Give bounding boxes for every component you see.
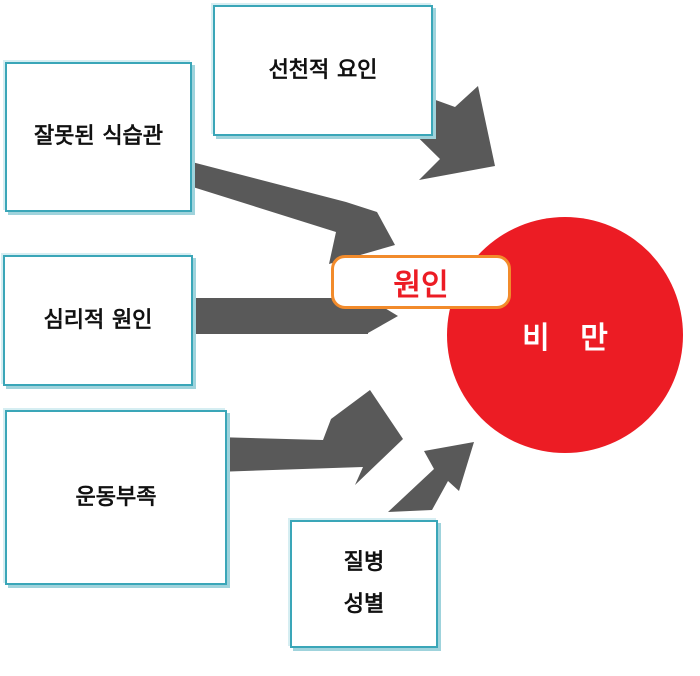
cause-box-psychological: 심리적 원인 (3, 255, 193, 386)
cause-box-genetic: 선천적 요인 (213, 5, 433, 136)
cause-box-text: 잘못된 식습관 (33, 124, 164, 149)
cause-box-lack-of-exercise: 운동부족 (5, 410, 227, 585)
cause-box-text: 운동부족 (75, 484, 157, 510)
cause-box-text: 심리적 원인 (43, 307, 153, 333)
cause-box-eating-habits: 잘못된 식습관 (5, 62, 192, 212)
arrow-disease-to-obesity (388, 442, 474, 512)
cause-connector-label: 원인 (331, 255, 511, 309)
arrow-eating-to-obesity (180, 161, 395, 264)
arrow-exercise-to-obesity (215, 390, 403, 485)
cause-box-text: 선천적 요인 (268, 57, 378, 83)
cause-box-disease-gender: 질병 성별 (290, 520, 438, 648)
obesity-circle: 비 만 (447, 217, 683, 453)
cause-box-text-line-1: 질병 (343, 550, 385, 575)
cause-box-text-line-2: 성별 (343, 592, 385, 617)
obesity-label: 비 만 (522, 321, 618, 356)
